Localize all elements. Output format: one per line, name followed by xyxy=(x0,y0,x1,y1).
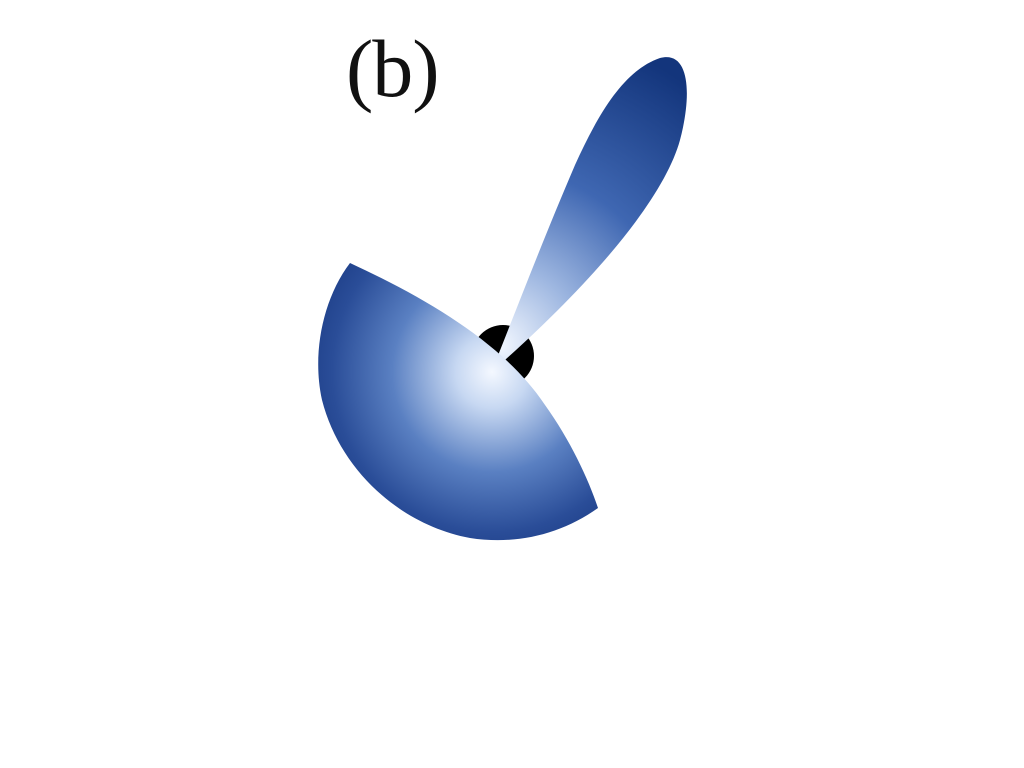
small-lobe xyxy=(497,57,687,360)
large-hemispherical-lobe xyxy=(318,263,598,541)
panel-label: (b) xyxy=(346,23,440,114)
